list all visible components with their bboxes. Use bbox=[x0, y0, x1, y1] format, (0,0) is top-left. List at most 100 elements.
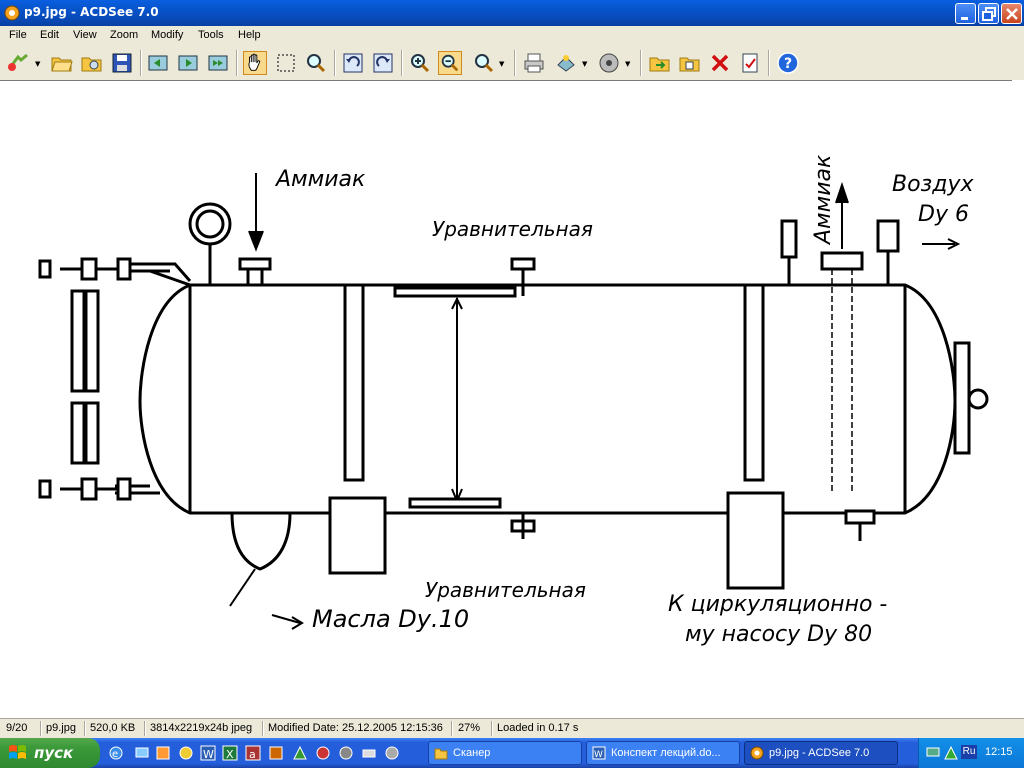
toolbar-separator bbox=[401, 50, 403, 76]
acdsee-app-icon[interactable] bbox=[4, 5, 20, 21]
minimize-button[interactable] bbox=[955, 3, 976, 24]
status-separator bbox=[84, 721, 86, 736]
status-index: 9/20 bbox=[6, 722, 28, 734]
next-image-icon[interactable] bbox=[176, 51, 200, 75]
title-bar[interactable]: p9.jpg - ACDSee 7.0 bbox=[0, 0, 1024, 26]
move-to-icon[interactable] bbox=[648, 51, 672, 75]
menu-bar: File Edit View Zoom Modify Tools Help bbox=[0, 26, 1024, 46]
word-icon: W bbox=[592, 746, 606, 760]
toolbar bbox=[0, 46, 1024, 81]
menu-zoom[interactable]: Zoom bbox=[110, 29, 139, 41]
audio-icon[interactable] bbox=[597, 51, 621, 75]
menu-modify[interactable]: Modify bbox=[151, 29, 184, 41]
status-separator bbox=[144, 721, 146, 736]
share-dropdown-icon[interactable]: ▼ bbox=[582, 60, 588, 68]
restore-icon bbox=[982, 7, 996, 21]
network-tray-icon[interactable] bbox=[925, 745, 941, 761]
task-label: p9.jpg - ACDSee 7.0 bbox=[769, 747, 870, 759]
task-scanner[interactable]: Сканер bbox=[428, 741, 582, 765]
close-icon bbox=[1006, 8, 1018, 20]
toolbar-separator bbox=[236, 50, 238, 76]
access-quicklaunch-icon[interactable]: a bbox=[245, 745, 261, 761]
svg-text:X: X bbox=[226, 748, 234, 761]
technical-drawing: Аммиак Уравнительная Аммиак Воздух Dу 6 … bbox=[38, 154, 989, 647]
label-ammonia-out: Аммиак bbox=[811, 154, 836, 246]
label-equalizing-top: Уравнительная bbox=[432, 217, 593, 241]
hand-pan-icon bbox=[248, 53, 261, 71]
properties-icon[interactable] bbox=[738, 51, 762, 75]
tray-clock[interactable]: 12:15 bbox=[985, 746, 1013, 758]
start-label: пуск bbox=[34, 744, 74, 762]
restore-button[interactable] bbox=[978, 3, 999, 24]
menu-file[interactable]: File bbox=[9, 29, 27, 41]
app-quicklaunch-icon[interactable] bbox=[155, 745, 171, 761]
app4-quicklaunch-icon[interactable] bbox=[292, 745, 308, 761]
status-dimensions: 3814x2219x24b jpeg bbox=[150, 722, 253, 734]
audio-dropdown-icon[interactable]: ▼ bbox=[625, 60, 631, 68]
status-filesize: 520,0 KB bbox=[90, 722, 136, 734]
browse-icon[interactable] bbox=[80, 51, 104, 75]
zoom-out-button[interactable] bbox=[438, 51, 462, 75]
save-icon[interactable] bbox=[110, 51, 134, 75]
toolbar-separator bbox=[768, 50, 770, 76]
word-quicklaunch-icon[interactable]: W bbox=[200, 745, 216, 761]
delete-icon[interactable] bbox=[708, 51, 732, 75]
desktop-quicklaunch-icon[interactable] bbox=[134, 745, 150, 761]
zoom-tool-icon[interactable] bbox=[304, 51, 328, 75]
copy-to-icon[interactable] bbox=[678, 51, 702, 75]
folder-icon bbox=[434, 748, 448, 760]
app-tray-icon[interactable] bbox=[943, 745, 959, 761]
app8-quicklaunch-icon[interactable] bbox=[384, 745, 400, 761]
help-icon[interactable]: ? bbox=[776, 51, 800, 75]
svg-text:W: W bbox=[594, 750, 603, 760]
label-air-size: Dу 6 bbox=[918, 202, 969, 227]
status-modified: Modified Date: 25.12.2005 12:15:36 bbox=[268, 722, 443, 734]
hand-pan-button[interactable] bbox=[243, 51, 267, 75]
print-icon[interactable] bbox=[522, 51, 546, 75]
ie-quicklaunch-icon[interactable]: e bbox=[108, 745, 124, 761]
open-folder-icon[interactable] bbox=[50, 51, 74, 75]
status-separator bbox=[262, 721, 264, 736]
task-word-document[interactable]: W Конспект лекций.do... bbox=[586, 741, 740, 765]
task-label: Сканер bbox=[453, 747, 491, 759]
status-filename: p9.jpg bbox=[46, 722, 76, 734]
menu-help[interactable]: Help bbox=[238, 29, 261, 41]
system-tray: Ru 12:15 bbox=[918, 738, 1024, 768]
app7-quicklaunch-icon[interactable] bbox=[361, 745, 377, 761]
status-separator bbox=[40, 721, 42, 736]
app5-quicklaunch-icon[interactable] bbox=[315, 745, 331, 761]
status-load-time: Loaded in 0.17 s bbox=[497, 722, 579, 734]
task-acdsee[interactable]: p9.jpg - ACDSee 7.0 bbox=[744, 741, 898, 765]
zoom-dropdown-icon[interactable]: ▼ bbox=[499, 60, 505, 68]
zoom-in-icon[interactable] bbox=[408, 51, 432, 75]
previous-image-icon[interactable] bbox=[146, 51, 170, 75]
app2-quicklaunch-icon[interactable] bbox=[178, 745, 194, 761]
rotate-left-icon[interactable] bbox=[341, 51, 365, 75]
svg-text:a: a bbox=[249, 748, 256, 761]
menu-tools[interactable]: Tools bbox=[198, 29, 224, 41]
vertical-scrollbar[interactable] bbox=[1012, 80, 1024, 718]
zoom-menu-icon[interactable] bbox=[472, 51, 496, 75]
close-button[interactable] bbox=[1001, 3, 1022, 24]
window-title: p9.jpg - ACDSee 7.0 bbox=[24, 5, 159, 19]
acquire-dropdown-icon[interactable]: ▼ bbox=[35, 60, 41, 68]
select-icon[interactable] bbox=[274, 51, 298, 75]
auto-advance-icon[interactable] bbox=[206, 51, 230, 75]
language-indicator[interactable]: Ru bbox=[961, 745, 977, 759]
svg-text:?: ? bbox=[784, 56, 792, 72]
svg-text:e: e bbox=[112, 749, 118, 760]
menu-view[interactable]: View bbox=[73, 29, 97, 41]
label-pump-line1: К циркуляционно - bbox=[668, 592, 887, 617]
start-button[interactable]: пуск bbox=[0, 738, 100, 768]
excel-quicklaunch-icon[interactable]: X bbox=[222, 745, 238, 761]
menu-edit[interactable]: Edit bbox=[40, 29, 59, 41]
acquire-icon[interactable] bbox=[6, 51, 30, 75]
rotate-right-icon[interactable] bbox=[371, 51, 395, 75]
image-viewer[interactable]: Аммиак Уравнительная Аммиак Воздух Dу 6 … bbox=[0, 80, 1012, 719]
share-icon[interactable] bbox=[554, 51, 578, 75]
app3-quicklaunch-icon[interactable] bbox=[268, 745, 284, 761]
zoom-out-icon bbox=[441, 54, 459, 72]
app6-quicklaunch-icon[interactable] bbox=[338, 745, 354, 761]
status-zoom: 27% bbox=[458, 722, 481, 734]
toolbar-separator bbox=[514, 50, 516, 76]
